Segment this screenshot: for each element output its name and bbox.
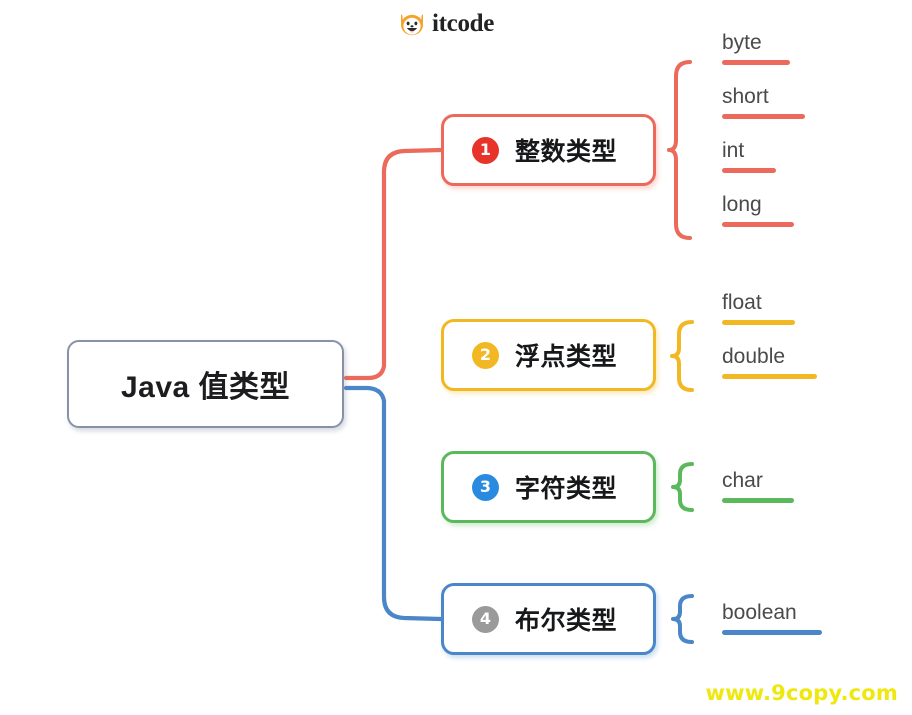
- branch-badge-1: 1: [472, 136, 499, 164]
- brace-char: [671, 462, 694, 512]
- leaf-int[interactable]: int: [722, 139, 776, 173]
- branch-badge-3: 3: [472, 473, 499, 501]
- leaf-underline-int: [722, 167, 776, 173]
- leaf-label-boolean: boolean: [722, 601, 797, 624]
- leaf-char[interactable]: char: [722, 469, 794, 503]
- brace-float: [670, 320, 694, 392]
- brace-integer: [667, 60, 692, 240]
- branch-node-boolean[interactable]: 4 布尔类型: [441, 583, 656, 655]
- branch-label-integer: 整数类型: [515, 138, 618, 166]
- leaf-boolean[interactable]: boolean: [722, 601, 822, 635]
- branch-node-integer[interactable]: 1 整数类型: [441, 114, 656, 186]
- leaf-float[interactable]: float: [722, 291, 795, 325]
- root-node[interactable]: Java 值类型: [67, 340, 344, 428]
- leaf-short[interactable]: short: [722, 85, 805, 119]
- leaf-underline-short: [722, 113, 805, 119]
- branch-label-char: 字符类型: [515, 475, 618, 503]
- leaf-long[interactable]: long: [722, 193, 794, 227]
- leaf-underline-byte: [722, 59, 790, 65]
- brace-boolean: [671, 594, 694, 644]
- watermark: www.9copy.com: [705, 681, 898, 705]
- branch-badge-2: 2: [472, 341, 499, 369]
- shiba-dog-icon: [401, 14, 423, 36]
- branch-node-float[interactable]: 2 浮点类型: [441, 319, 656, 391]
- branch-node-char[interactable]: 3 字符类型: [441, 451, 656, 523]
- branch-label-boolean: 布尔类型: [515, 607, 618, 635]
- leaf-double[interactable]: double: [722, 345, 817, 379]
- leaf-underline-float: [722, 319, 795, 325]
- leaf-label-short: short: [722, 85, 769, 108]
- logo-text: itcode: [432, 9, 495, 37]
- leaf-label-double: double: [722, 345, 786, 368]
- branch-label-float: 浮点类型: [515, 343, 618, 371]
- leaf-label-int: int: [722, 139, 745, 162]
- leaf-label-char: char: [722, 469, 763, 492]
- branch-badge-4: 4: [472, 605, 499, 633]
- connector-root-to-integer: [343, 147, 444, 381]
- leaf-underline-double: [722, 373, 817, 379]
- leaf-label-float: float: [722, 291, 762, 314]
- leaf-underline-char: [722, 497, 794, 503]
- leaf-underline-boolean: [722, 629, 822, 635]
- root-node-label: Java 值类型: [120, 371, 291, 404]
- connector-root-to-boolean: [343, 385, 444, 622]
- leaf-underline-long: [722, 221, 794, 227]
- leaf-byte[interactable]: byte: [722, 31, 790, 65]
- leaf-label-long: long: [722, 193, 762, 216]
- site-logo: itcode: [396, 7, 494, 39]
- leaf-label-byte: byte: [722, 31, 762, 54]
